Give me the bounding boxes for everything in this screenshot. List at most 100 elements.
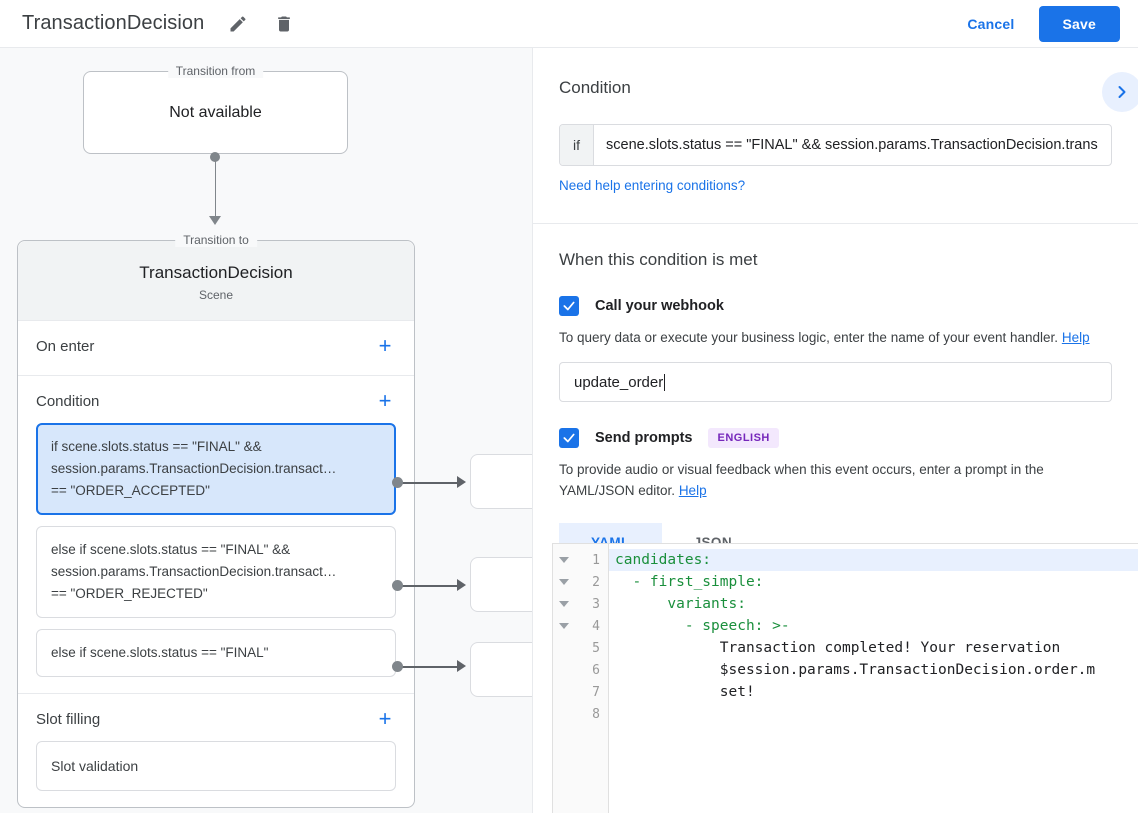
line-number: 5 bbox=[592, 640, 600, 656]
scene-name: TransactionDecision bbox=[139, 263, 293, 282]
add-condition-icon[interactable]: + bbox=[378, 388, 392, 413]
fold-arrow-icon[interactable] bbox=[559, 601, 569, 607]
gutter-row: 6 bbox=[553, 659, 608, 681]
transition-to-legend: Transition to bbox=[175, 233, 257, 247]
prompts-check-row: Send prompts ENGLISH bbox=[559, 428, 1112, 448]
webhook-helper-text: To query data or execute your business l… bbox=[559, 327, 1112, 348]
cancel-button[interactable]: Cancel bbox=[955, 8, 1026, 40]
transition-from-legend: Transition from bbox=[167, 64, 264, 78]
webhook-helper-copy: To query data or execute your business l… bbox=[559, 330, 1059, 345]
add-on-enter-icon[interactable]: + bbox=[378, 333, 392, 358]
section-title-slot-filling: Slot filling bbox=[36, 710, 101, 728]
gutter-row: 4 bbox=[553, 615, 608, 637]
save-button[interactable]: Save bbox=[1038, 5, 1120, 42]
slot-validation-item[interactable]: Slot validation bbox=[36, 741, 396, 791]
section-header-on-enter: On enter + bbox=[36, 335, 396, 357]
code-line-7: set! bbox=[609, 681, 1138, 703]
transition-from-card[interactable]: Transition from Not available bbox=[83, 64, 348, 154]
transition-target-stub-2[interactable] bbox=[470, 642, 532, 697]
condition-line: == "ORDER_REJECTED" bbox=[51, 586, 208, 601]
code-line-2: - first_simple: bbox=[609, 571, 1138, 593]
section-header-slot-filling: Slot filling + bbox=[36, 708, 396, 730]
condition-line: else if scene.slots.status == "FINAL" bbox=[51, 645, 269, 660]
code-line-5: Transaction completed! Your reservation bbox=[609, 637, 1138, 659]
condition-line: session.params.TransactionDecision.trans… bbox=[51, 564, 337, 579]
code-line-3: variants: bbox=[609, 593, 1138, 615]
condition-input-row[interactable]: if scene.slots.status == "FINAL" && sess… bbox=[559, 124, 1112, 166]
code-line-4: - speech: >- bbox=[609, 615, 1138, 637]
transition-target-stub-0[interactable] bbox=[470, 454, 532, 509]
connector-arrow-down bbox=[209, 216, 221, 225]
code-text: - speech: >- bbox=[615, 618, 790, 634]
prompts-help-link[interactable]: Help bbox=[678, 483, 707, 498]
chevron-right-icon[interactable] bbox=[1102, 72, 1138, 112]
section-header-condition: Condition + bbox=[36, 390, 396, 412]
code-line-1: candidates: bbox=[609, 549, 1138, 571]
line-number: 4 bbox=[592, 618, 600, 634]
pencil-icon[interactable] bbox=[226, 12, 250, 36]
code-text: variants: bbox=[615, 596, 746, 612]
scene-canvas[interactable]: Transition from Not available Transition… bbox=[0, 48, 532, 813]
transition-from-title: Not available bbox=[169, 103, 262, 121]
webhook-handler-input[interactable]: update_order bbox=[559, 362, 1112, 402]
condition-line: session.params.TransactionDecision.trans… bbox=[51, 461, 337, 476]
condition-out-arrow-2 bbox=[457, 660, 466, 672]
gutter-row: 7 bbox=[553, 681, 608, 703]
condition-item-0[interactable]: if scene.slots.status == "FINAL" && sess… bbox=[36, 423, 396, 515]
code-line-8 bbox=[609, 703, 1138, 725]
code-text: set! bbox=[615, 684, 755, 700]
line-number: 7 bbox=[592, 684, 600, 700]
condition-if-prefix: if bbox=[560, 125, 594, 165]
connector-line-vertical bbox=[214, 157, 216, 222]
call-webhook-checkbox[interactable] bbox=[559, 296, 579, 316]
prompts-helper-text: To provide audio or visual feedback when… bbox=[559, 459, 1112, 501]
gutter-row: 5 bbox=[553, 637, 608, 659]
condition-out-line-2 bbox=[402, 666, 458, 668]
code-text: Transaction completed! Your reservation bbox=[615, 640, 1061, 656]
scene-card-header[interactable]: Transition to TransactionDecision Scene bbox=[18, 233, 414, 320]
code-text: $session.params.TransactionDecision.orde… bbox=[615, 662, 1096, 678]
scene-card: Transition to TransactionDecision Scene … bbox=[17, 233, 415, 808]
editor-gutter: 1 2 3 4 5 6 7 8 bbox=[553, 544, 609, 813]
editor-code-area[interactable]: candidates: - first_simple: variants: - … bbox=[609, 544, 1138, 813]
yaml-editor[interactable]: 1 2 3 4 5 6 7 8 candidates: - first_simp… bbox=[552, 543, 1138, 813]
fold-arrow-icon[interactable] bbox=[559, 623, 569, 629]
trash-icon[interactable] bbox=[272, 12, 296, 36]
condition-line: else if scene.slots.status == "FINAL" && bbox=[51, 542, 291, 557]
webhook-check-row: Call your webhook bbox=[559, 296, 1112, 316]
code-text: - first_simple: bbox=[615, 574, 764, 590]
section-condition: Condition + if scene.slots.status == "FI… bbox=[18, 375, 414, 693]
line-number: 8 bbox=[592, 706, 600, 722]
when-met-block: When this condition is met Call your web… bbox=[533, 224, 1138, 562]
call-webhook-label: Call your webhook bbox=[595, 298, 724, 314]
condition-panel-heading: Condition bbox=[559, 78, 631, 97]
scene-subtitle: Scene bbox=[198, 288, 234, 302]
condition-out-arrow-0 bbox=[457, 476, 466, 488]
page-title: TransactionDecision bbox=[22, 12, 205, 34]
text-caret bbox=[664, 373, 666, 391]
prompts-helper-copy: To provide audio or visual feedback when… bbox=[559, 462, 1044, 498]
fold-arrow-icon[interactable] bbox=[559, 557, 569, 563]
condition-line: if scene.slots.status == "FINAL" && bbox=[51, 439, 262, 454]
add-slot-filling-icon[interactable]: + bbox=[378, 706, 392, 731]
need-help-link[interactable]: Need help entering conditions? bbox=[559, 178, 746, 193]
condition-input[interactable]: scene.slots.status == "FINAL" && session… bbox=[606, 137, 1098, 153]
when-met-heading: When this condition is met bbox=[559, 250, 758, 269]
section-on-enter: On enter + bbox=[18, 320, 414, 375]
webhook-help-link[interactable]: Help bbox=[1061, 330, 1090, 345]
top-bar: TransactionDecision Cancel Save bbox=[0, 0, 1138, 48]
transition-target-stub-1[interactable] bbox=[470, 557, 532, 612]
line-number: 3 bbox=[592, 596, 600, 612]
condition-out-dot-0 bbox=[392, 477, 403, 488]
condition-item-2[interactable]: else if scene.slots.status == "FINAL" bbox=[36, 629, 396, 677]
gutter-row: 8 bbox=[553, 703, 608, 725]
condition-line: == "ORDER_ACCEPTED" bbox=[51, 483, 210, 498]
line-number: 6 bbox=[592, 662, 600, 678]
condition-item-1[interactable]: else if scene.slots.status == "FINAL" &&… bbox=[36, 526, 396, 618]
condition-out-dot-2 bbox=[392, 661, 403, 672]
panel-divider bbox=[533, 223, 1138, 224]
condition-out-line-1 bbox=[402, 585, 458, 587]
send-prompts-label: Send prompts bbox=[595, 430, 693, 446]
send-prompts-checkbox[interactable] bbox=[559, 428, 579, 448]
fold-arrow-icon[interactable] bbox=[559, 579, 569, 585]
